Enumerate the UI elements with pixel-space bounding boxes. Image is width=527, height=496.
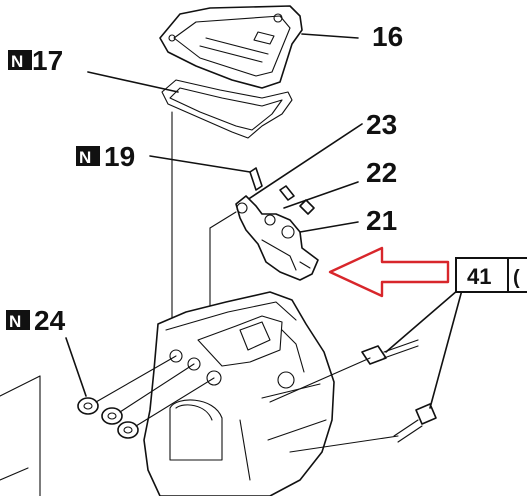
bolt-line-upper [269,357,371,403]
leader-23 [243,123,363,203]
reference-cut-text: ( [513,267,520,289]
callout-17-badge [8,50,32,70]
pointer-arrow [328,246,450,298]
washer-line-2 [119,363,195,413]
leader-21 [299,221,359,233]
callout-16-label: 16 [372,21,403,52]
callout-19-badge [76,146,100,166]
reference-box-41: 41 ( [455,257,527,293]
leader-24 [65,337,87,397]
pin-part-22 [279,185,315,215]
callout-24-badge-text: N [9,312,21,331]
callout-24-badge [6,310,30,330]
leader-17 [87,71,179,93]
transmission-case [143,291,335,496]
callout-17-label: 17 [32,45,63,76]
washer-line-1 [95,355,177,403]
gasket-part-17 [161,79,293,139]
bolt-lower [393,403,437,443]
edge-fragment-1 [0,375,41,397]
callout-22-label: 22 [366,157,397,188]
cover-plate-part-16 [159,5,303,89]
leader-22 [283,181,359,209]
leader-16 [301,33,359,39]
lever-bracket-part-21 [235,195,319,281]
washer-line-3 [135,377,215,427]
leader-41-upper [385,289,459,353]
alignment-line-join [209,211,237,229]
callout-24-label: 24 [34,305,66,336]
callout-23-label: 23 [366,109,397,140]
edge-fragment-3 [0,467,29,481]
leader-41-lower [429,289,463,409]
bolt-upper [361,339,419,365]
bolt-line-lower [289,435,399,453]
callout-19-label: 19 [104,141,135,172]
reference-number: 41 [467,264,491,289]
pin-part-19 [249,167,263,191]
callout-19-badge-text: N [79,148,91,167]
callout-17-badge-text: N [11,52,23,71]
callout-21-label: 21 [366,205,397,236]
washer-set-part-24 [77,397,139,439]
leader-19 [149,155,251,173]
